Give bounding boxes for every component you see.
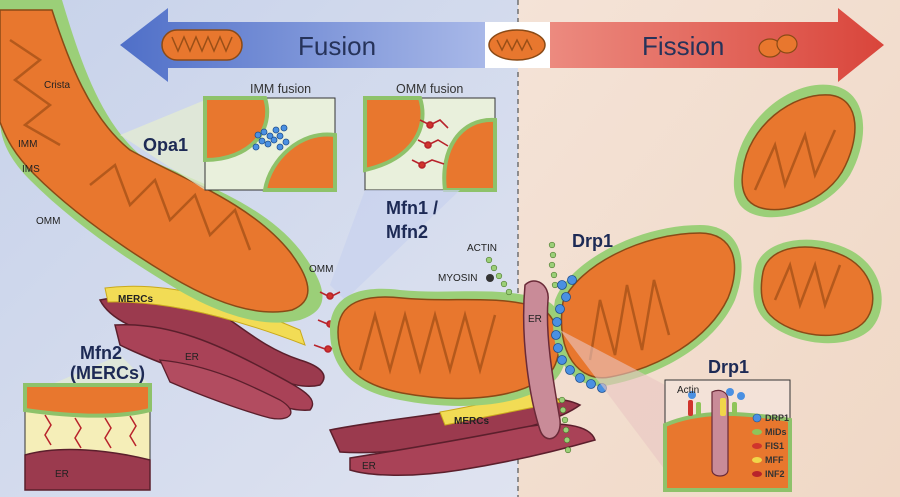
opa1-label: Opa1 <box>143 135 188 155</box>
omm-fusion-inset <box>363 96 497 192</box>
legend-swatch-mff <box>752 457 762 463</box>
drp1-ring <box>551 275 607 393</box>
fission-mito-icon <box>758 34 798 58</box>
legend-item: INF2 <box>752 469 785 479</box>
dividing-mitochondrion <box>553 225 742 386</box>
myosin-label: MYOSIN <box>438 273 477 284</box>
legend-item: MiDs <box>752 427 787 437</box>
mercs-left-label: MERCs <box>118 294 153 305</box>
legend-label-fis1: FIS1 <box>765 441 784 451</box>
mfn2-mercs-inset <box>23 383 152 491</box>
fusion-arrow <box>120 8 485 82</box>
imm-fusion-inset <box>203 96 337 192</box>
legend-swatch-drp1 <box>752 413 762 423</box>
crista-label: Crista <box>44 80 71 91</box>
legend-label-drp1: DRP1 <box>765 413 789 423</box>
er-bottom <box>328 389 596 477</box>
er-inset-label: ER <box>55 469 69 480</box>
mfn2-mercs-label-1: Mfn2 <box>80 343 122 363</box>
legend-swatch-mids <box>752 429 762 435</box>
imm-fusion-title: IMM fusion <box>250 82 311 96</box>
myosin-icon <box>486 274 494 282</box>
center-mito-icon <box>488 29 546 61</box>
actin-label: ACTIN <box>467 243 497 254</box>
legend-item: FIS1 <box>752 441 784 451</box>
legend-item: DRP1 <box>752 413 789 423</box>
mercs-bottom-label: MERCs <box>454 416 489 427</box>
legend-label-mff: MFF <box>765 455 784 465</box>
legend-label-inf2: INF2 <box>765 469 785 479</box>
er-main-label: ER <box>528 314 542 325</box>
fissioned-mito-1 <box>733 84 864 218</box>
fission-label: Fission <box>642 31 724 61</box>
fissioned-mito-2 <box>753 239 882 344</box>
fusing-mitochondrion <box>0 0 323 323</box>
mfn2-mercs-label-2: (MERCs) <box>70 363 145 383</box>
mfn1-label: Mfn1 / <box>386 198 438 218</box>
fusion-fission-arrow: Fusion Fission <box>120 8 884 82</box>
mfn2-label: Mfn2 <box>386 222 428 242</box>
legend-item: MFF <box>752 455 784 465</box>
fusion-label: Fusion <box>298 31 376 61</box>
legend-label-mids: MiDs <box>765 427 787 437</box>
drp1-inset-title: Drp1 <box>708 357 749 377</box>
er-left <box>98 285 325 420</box>
actin-filaments <box>485 241 572 454</box>
er-constriction <box>522 280 561 440</box>
omm-left-label: OMM <box>36 216 60 227</box>
ims-label: IMS <box>22 164 40 175</box>
fission-arrow <box>550 8 884 82</box>
er-bottom-label: ER <box>362 461 376 472</box>
omm-fusion-title: OMM fusion <box>396 82 463 96</box>
er-left-label: ER <box>185 352 199 363</box>
legend-swatch-fis1 <box>752 443 762 449</box>
imm-label: IMM <box>18 139 37 150</box>
legend-swatch-inf2 <box>752 471 762 477</box>
mfn2-mercs-zoom-wedge <box>50 355 150 385</box>
fusion-mito-icon <box>161 29 243 61</box>
mfn-zoom-wedge <box>330 190 460 300</box>
opa1-zoom-wedge <box>120 100 205 190</box>
legend: DRP1 MiDs FIS1 MFF INF2 <box>752 413 789 479</box>
omm-mid-label: OMM <box>309 264 333 275</box>
actin-inset-label: Actin <box>677 385 699 396</box>
middle-mitochondrion <box>330 288 568 406</box>
drp1-main-label: Drp1 <box>572 231 613 251</box>
drp1-zoom-wedge <box>560 330 665 470</box>
drp1-detail-inset <box>663 379 792 492</box>
